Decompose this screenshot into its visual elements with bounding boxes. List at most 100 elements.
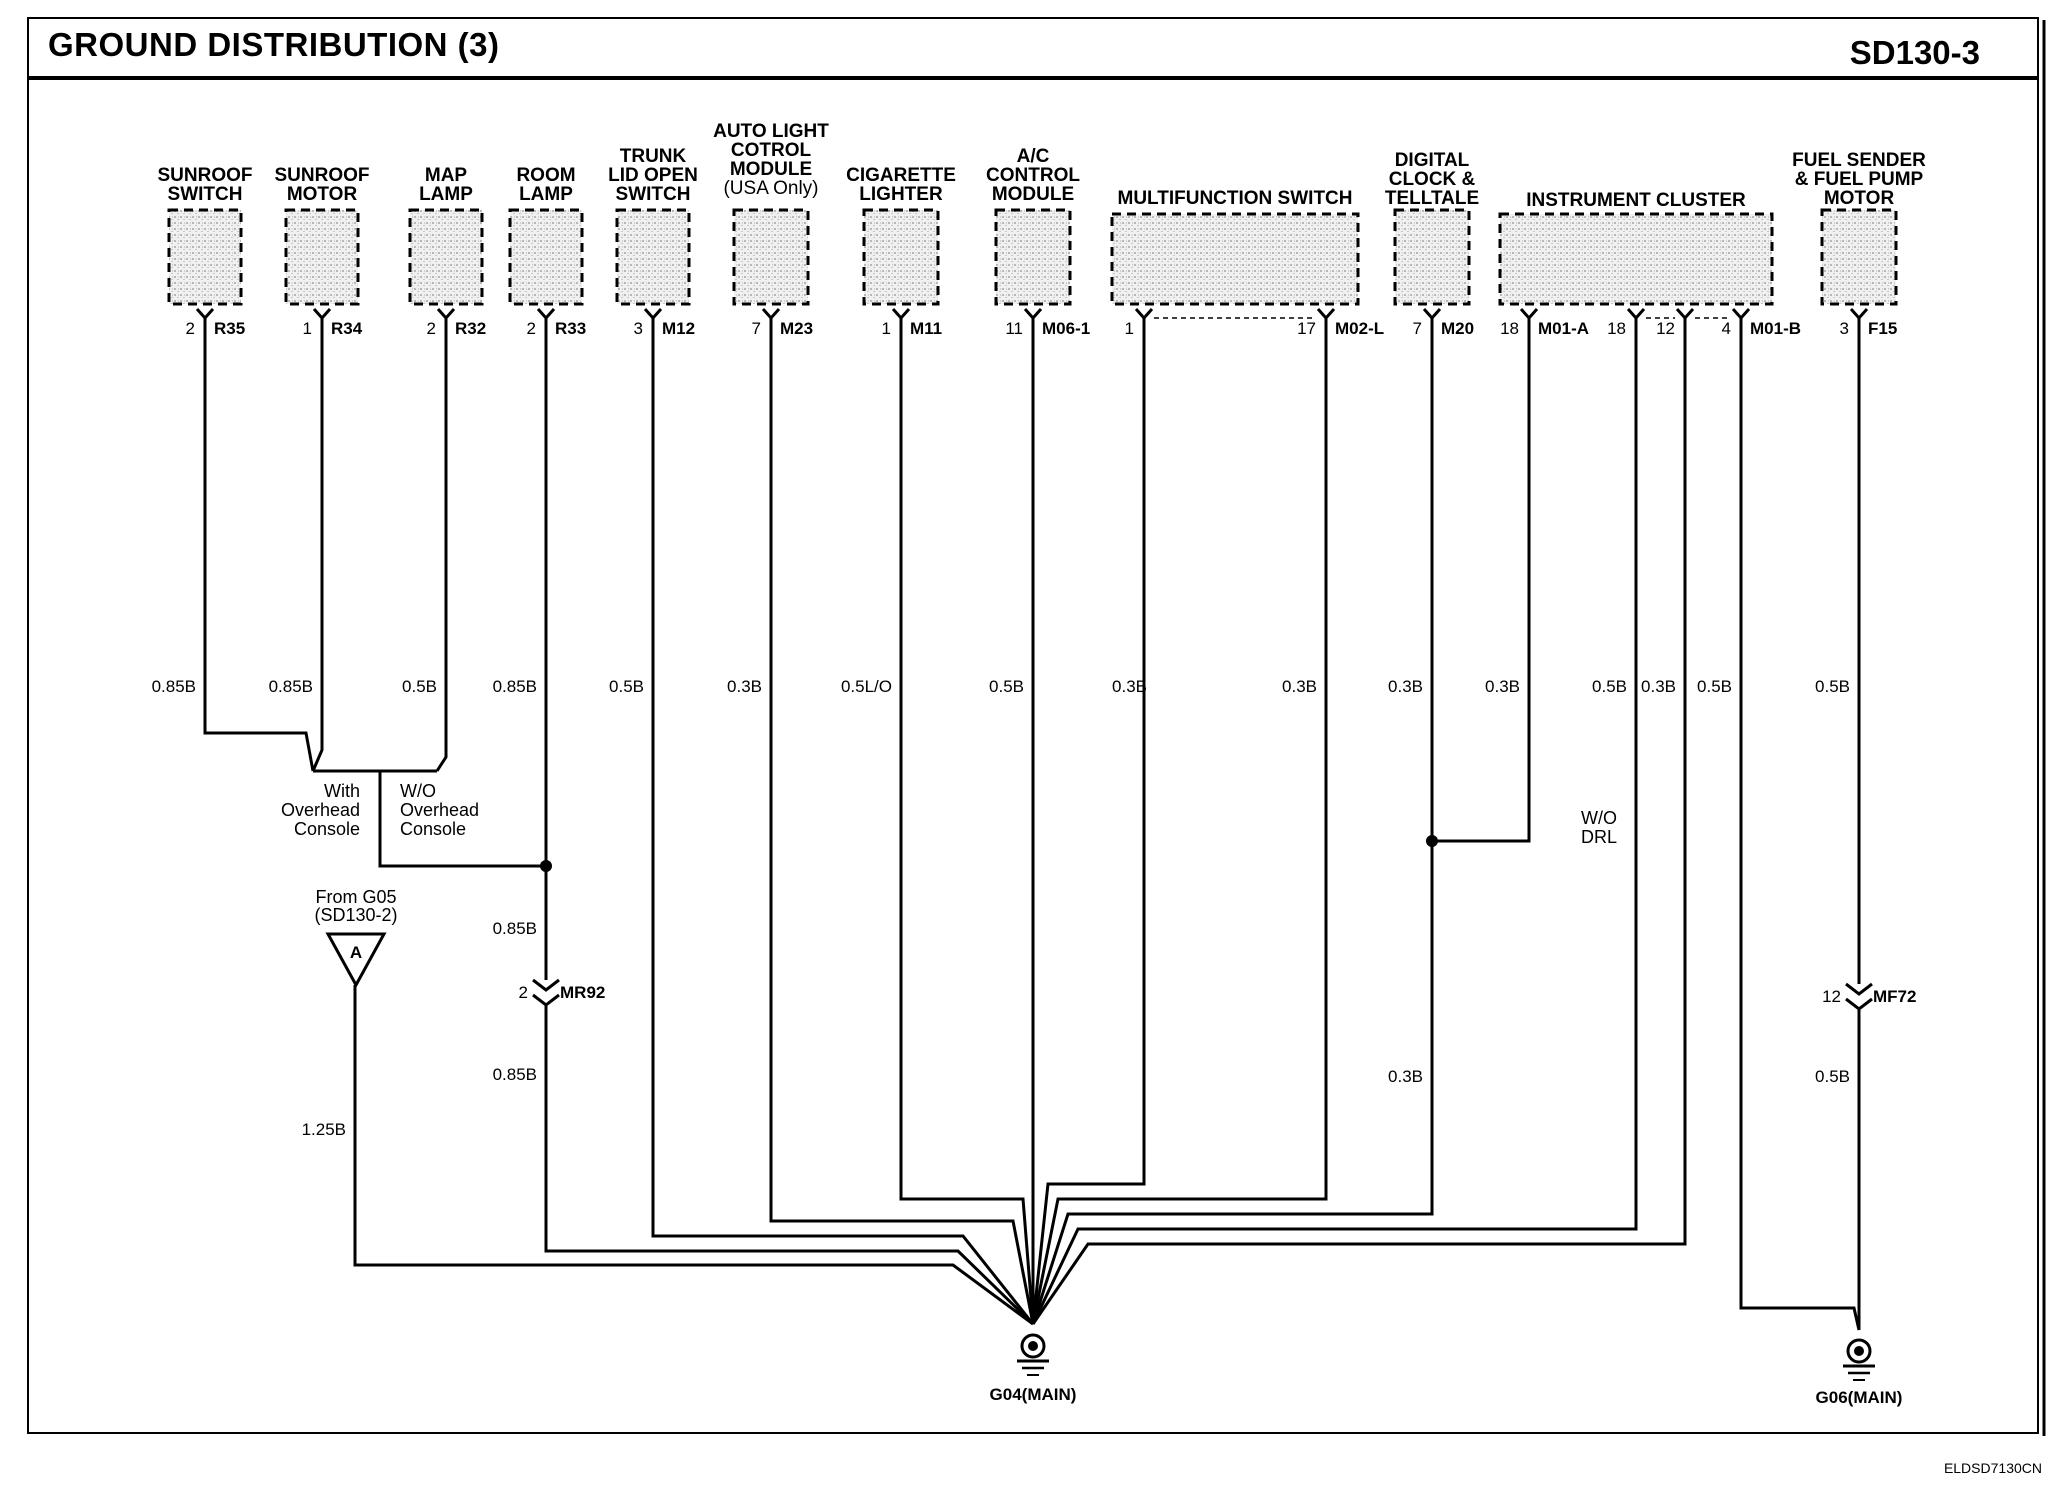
ground-label: G04(MAIN) <box>990 1385 1077 1404</box>
wire-label: 0.5B <box>1815 1067 1850 1086</box>
connector-id: F15 <box>1868 319 1897 338</box>
wire-m23 <box>769 318 1035 1325</box>
wire-label: 0.85B <box>493 1065 537 1084</box>
pin-number: 4 <box>1722 319 1731 338</box>
wire-m01b-18 <box>1031 318 1638 1325</box>
ground-g04: G04(MAIN) <box>990 1333 1077 1404</box>
wire-label: 0.5B <box>402 677 437 696</box>
multifunction-switch-box <box>1110 212 1360 306</box>
wire-label: 0.3B <box>1485 677 1520 696</box>
connector-id: M20 <box>1441 319 1474 338</box>
wire-r35 <box>203 318 315 772</box>
pin-chevron <box>1849 308 1869 321</box>
wire-label: 0.5B <box>609 677 644 696</box>
wire-m12 <box>651 318 1035 1325</box>
pin-chevron <box>436 308 456 321</box>
fuel-sender-box <box>1820 208 1898 306</box>
wire-label: 0.85B <box>493 677 537 696</box>
wire-room-lower <box>544 1006 1035 1326</box>
pin-chevron <box>195 308 215 321</box>
pin-chevron <box>1675 308 1695 321</box>
pin-number: 12 <box>1822 987 1841 1006</box>
inline-connector-mr92: 2 MR92 <box>519 978 605 1007</box>
pin-number: 2 <box>427 319 436 338</box>
pin-number: 17 <box>1297 319 1316 338</box>
wire-label: 0.3B <box>1112 677 1147 696</box>
ground-label: G06(MAIN) <box>1816 1388 1903 1407</box>
wire-label: 0.85B <box>269 677 313 696</box>
pin-number: 3 <box>634 319 643 338</box>
pin-chevron <box>1316 308 1336 321</box>
pin-number: 1 <box>1125 319 1134 338</box>
pin-chevron <box>1134 308 1154 321</box>
connector-id: R34 <box>331 319 363 338</box>
wires <box>203 318 1861 1331</box>
page-title: GROUND DISTRIBUTION (3) <box>48 26 500 63</box>
connector-id: R32 <box>455 319 486 338</box>
sunroof-switch-box <box>167 208 243 306</box>
wire-label: 0.5B <box>1592 677 1627 696</box>
pin-chevron <box>1626 308 1646 321</box>
pin-chevron <box>536 308 556 321</box>
wire-label: 0.85B <box>493 919 537 938</box>
connector-id: R33 <box>555 319 586 338</box>
connector-id: M11 <box>910 319 942 338</box>
pin-number: 2 <box>527 319 536 338</box>
off-page-connector <box>325 932 387 989</box>
pin-chevron <box>1422 308 1442 321</box>
splice-point <box>1426 835 1438 847</box>
connector-id: M01-B <box>1750 319 1801 338</box>
frame-border <box>27 17 2039 1434</box>
pin-number: 11 <box>1005 319 1023 338</box>
wire-label: 0.3B <box>1388 677 1423 696</box>
wire-label: 0.3B <box>1388 1067 1423 1086</box>
pin-chevron <box>1519 308 1539 321</box>
wire-m02-17 <box>1031 318 1328 1325</box>
pin-number: 7 <box>1413 319 1422 338</box>
wire-label: 0.3B <box>1641 677 1676 696</box>
wire-m20 <box>1031 318 1434 1325</box>
pin-number: 1 <box>303 319 312 338</box>
wire-label: 0.5B <box>1697 677 1732 696</box>
pin-number: 2 <box>519 983 528 1002</box>
pin-number: 12 <box>1656 319 1675 338</box>
pin-number: 2 <box>186 319 195 338</box>
pin-chevrons <box>195 308 1869 321</box>
pin-number: 7 <box>752 319 761 338</box>
pin-chevron <box>891 308 911 321</box>
room-lamp-box <box>508 208 584 306</box>
component-boxes <box>167 208 1898 306</box>
connector-id: MF72 <box>1873 987 1916 1006</box>
connector-id: M02-L <box>1335 319 1384 338</box>
from-g05-reference: From G05(SD130-2) A <box>314 887 398 989</box>
connector-id: R35 <box>214 319 245 338</box>
pin-chevron <box>1731 308 1751 321</box>
wire-overhead-out <box>378 771 546 868</box>
digital-clock-box <box>1393 208 1471 306</box>
footer-code: ELDSD7130CN <box>1943 1460 2042 1476</box>
wire-m11 <box>899 318 1035 1325</box>
wire-m01a <box>1432 318 1531 843</box>
wire-r32 <box>435 318 448 772</box>
pin-number: 18 <box>1500 319 1519 338</box>
wire-m01b-4 <box>1739 318 1861 1331</box>
from-g05-label: From G05(SD130-2) <box>314 887 397 925</box>
pin-chevron <box>761 308 781 321</box>
connector-id: M12 <box>662 319 695 338</box>
wire-m02-1 <box>1031 318 1146 1325</box>
connector-id: MR92 <box>560 983 605 1002</box>
diagram-code: SD130-3 <box>1849 34 1980 71</box>
wire-label: 0.5B <box>989 677 1024 696</box>
connector-id: M06-1 <box>1042 319 1090 338</box>
ac-module-box <box>994 208 1072 306</box>
